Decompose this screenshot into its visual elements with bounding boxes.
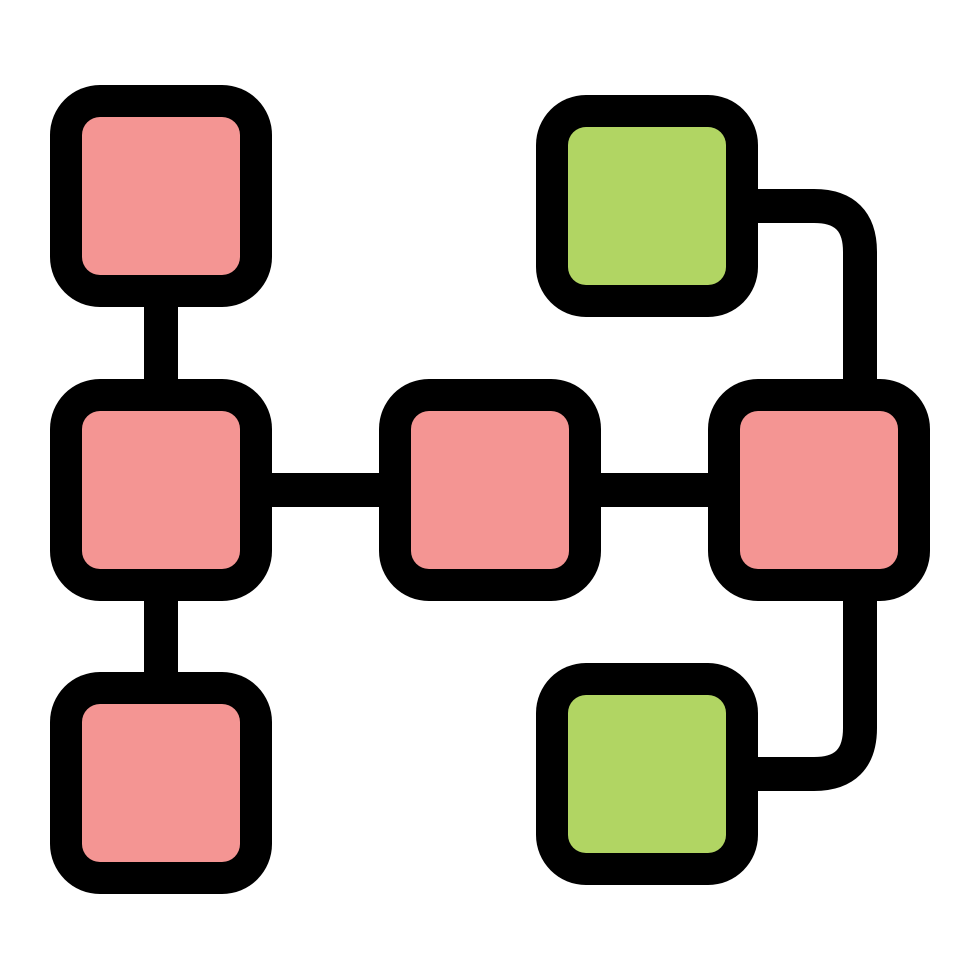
node-middle-right	[708, 379, 930, 601]
node-middle-left	[50, 379, 272, 601]
node-fill-middle-right	[740, 411, 898, 569]
node-boxes	[50, 85, 930, 894]
node-fill-bottom-left	[82, 704, 240, 862]
node-fill-top-right	[568, 127, 726, 285]
node-fill-center	[411, 411, 569, 569]
node-fill-middle-left	[82, 411, 240, 569]
connector-lines	[144, 189, 877, 791]
node-center	[379, 379, 601, 601]
node-fill-top-left	[82, 117, 240, 275]
node-bottom-right	[536, 663, 758, 885]
connector-middle-right-to-top-right	[750, 189, 877, 386]
connector-middle-right-to-bottom-right	[750, 594, 877, 791]
node-fill-bottom-right	[568, 695, 726, 853]
node-bottom-left	[50, 672, 272, 894]
node-top-left	[50, 85, 272, 307]
node-top-right	[536, 95, 758, 317]
